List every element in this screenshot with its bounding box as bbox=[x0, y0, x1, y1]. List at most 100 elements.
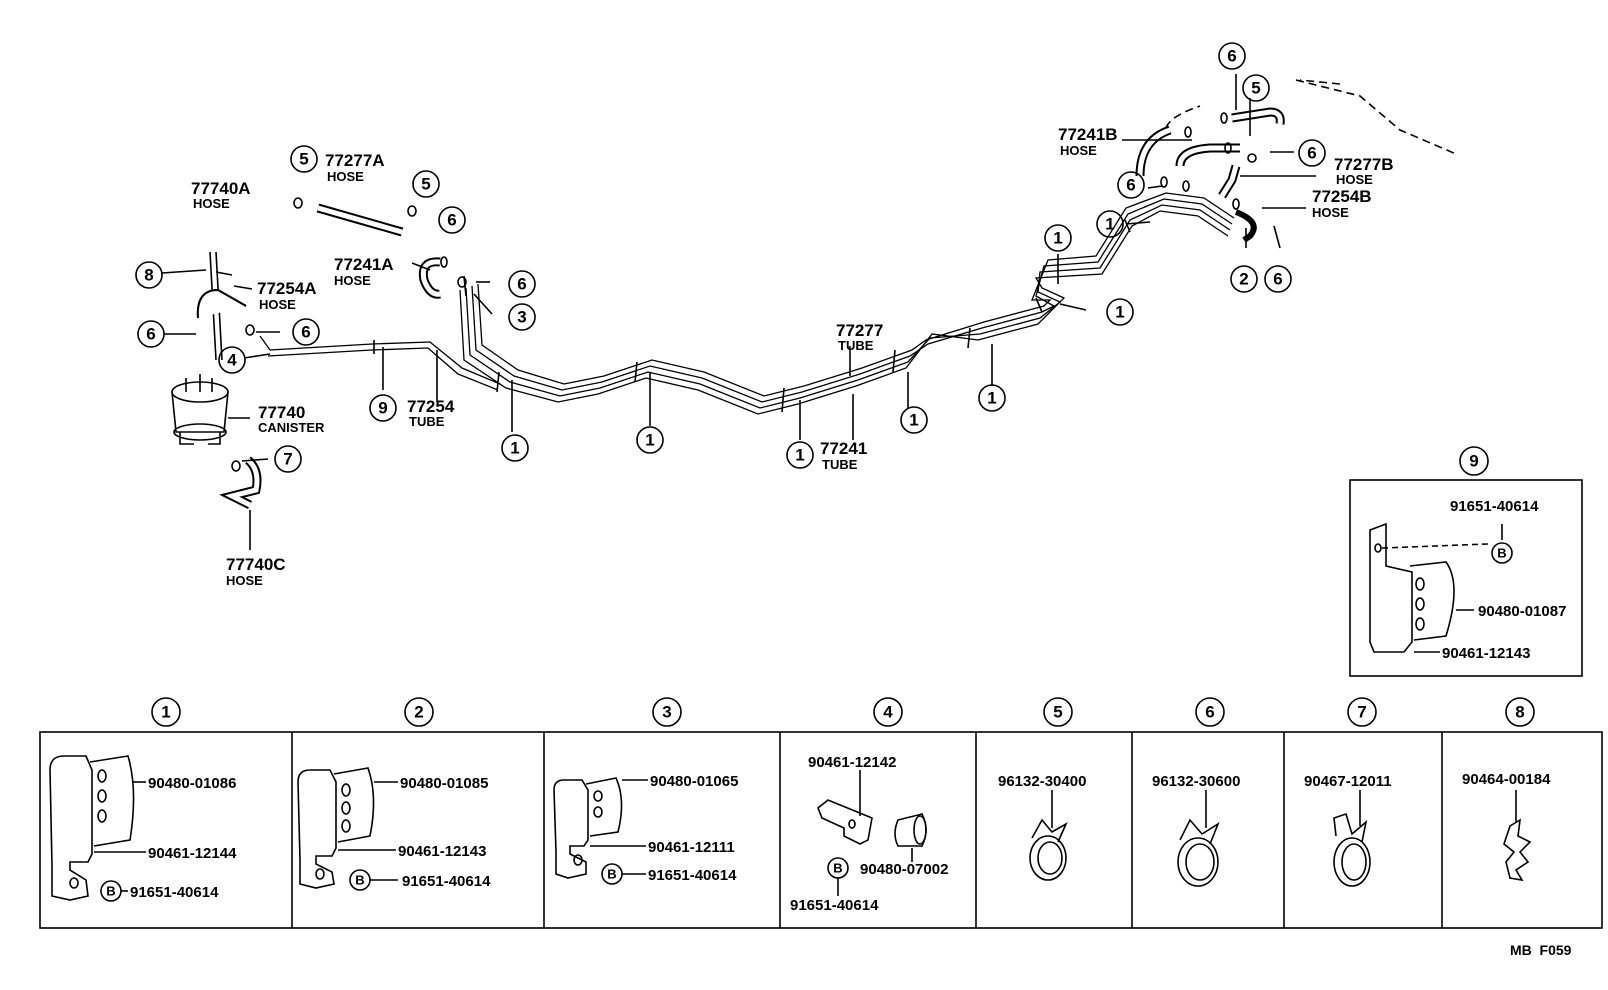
part-77740-label: CANISTER bbox=[258, 420, 325, 435]
svg-text:7: 7 bbox=[283, 450, 292, 469]
detail-2-part-2: 90461-12143 bbox=[398, 843, 486, 860]
callout-8: 8 bbox=[135, 261, 163, 289]
svg-text:2: 2 bbox=[1239, 270, 1248, 289]
hose-shapes bbox=[196, 79, 1457, 510]
detail-2-part-1: 90480-01085 bbox=[400, 775, 488, 792]
callout-6-d: 6 bbox=[508, 270, 536, 298]
callout-7: 7 bbox=[274, 445, 302, 473]
svg-text:2: 2 bbox=[414, 703, 423, 722]
callout-6-g: 6 bbox=[1117, 171, 1145, 199]
part-77241A-number: 77241A bbox=[334, 255, 394, 274]
svg-text:5: 5 bbox=[299, 150, 308, 169]
svg-text:1: 1 bbox=[510, 439, 519, 458]
detail-4-number: 4 bbox=[873, 697, 903, 727]
part-77740C-label: HOSE bbox=[226, 573, 263, 588]
callout-5-c: 5 bbox=[1242, 74, 1270, 102]
callout-6-a: 6 bbox=[137, 320, 165, 348]
svg-text:B: B bbox=[106, 884, 115, 899]
svg-text:6: 6 bbox=[1273, 270, 1282, 289]
detail-7: 7 90467-12011 bbox=[1304, 697, 1392, 887]
callout-6-h: 6 bbox=[1264, 265, 1292, 293]
canister-drawing bbox=[171, 251, 229, 445]
detail-2-number: 2 bbox=[404, 697, 434, 727]
part-77277B-label: HOSE bbox=[1336, 172, 1373, 187]
detail-8-number: 8 bbox=[1505, 697, 1535, 727]
callout-1-d: 1 bbox=[900, 406, 928, 434]
detail-9-part-3: 90461-12143 bbox=[1442, 645, 1530, 662]
svg-text:6: 6 bbox=[301, 323, 310, 342]
clip-marks bbox=[231, 112, 1257, 472]
part-77740A-label: HOSE bbox=[193, 196, 230, 211]
part-77241B-label: HOSE bbox=[1060, 143, 1097, 158]
svg-text:8: 8 bbox=[144, 266, 153, 285]
detail-6-number: 6 bbox=[1195, 697, 1225, 727]
leader-lines bbox=[161, 74, 1316, 550]
callout-1-c: 1 bbox=[786, 441, 814, 469]
callout-6-b: 6 bbox=[292, 318, 320, 346]
detail-4: 4 B 90461-12142 90480-07002 91651-40614 bbox=[790, 697, 948, 914]
detail-2: 2 B 90480-01085 90461-12143 91651-40614 bbox=[297, 697, 491, 891]
tube-bundle bbox=[259, 192, 1235, 415]
callout-1-f: 1 bbox=[1044, 224, 1072, 252]
svg-text:6: 6 bbox=[1126, 176, 1135, 195]
callout-6-f: 6 bbox=[1298, 139, 1326, 167]
part-77277A-label: HOSE bbox=[327, 169, 364, 184]
detail-3: 3 B 90480-01065 90461-12111 91651-40614 bbox=[553, 697, 738, 885]
svg-text:6: 6 bbox=[1205, 703, 1214, 722]
part-77740A-number: 77740A bbox=[191, 179, 251, 198]
detail-9-number: 9 bbox=[1459, 446, 1489, 476]
part-77254A-number: 77254A bbox=[257, 279, 317, 298]
part-77241-number: 77241 bbox=[820, 439, 867, 458]
svg-text:1: 1 bbox=[161, 703, 170, 722]
svg-text:3: 3 bbox=[662, 703, 671, 722]
detail-3-bolt-icon: B bbox=[601, 863, 623, 885]
callout-2: 2 bbox=[1230, 265, 1258, 293]
detail-3-number: 3 bbox=[652, 697, 682, 727]
part-77740C-number: 77740C bbox=[226, 555, 286, 574]
detail-6-part-1: 96132-30600 bbox=[1152, 773, 1240, 790]
detail-9-part-2: 90480-01087 bbox=[1478, 603, 1566, 620]
detail-9-part-1: 91651-40614 bbox=[1450, 498, 1539, 515]
detail-1: 1 B 90480-01086 90461-12144 91651-40614 bbox=[49, 697, 237, 902]
part-77277B-number: 77277B bbox=[1334, 155, 1394, 174]
callout-1-a: 1 bbox=[501, 434, 529, 462]
detail-1-part-1: 90480-01086 bbox=[148, 775, 236, 792]
part-77277A-number: 77277A bbox=[325, 151, 385, 170]
svg-text:4: 4 bbox=[883, 703, 893, 722]
svg-text:B: B bbox=[607, 867, 616, 882]
part-77241-label: TUBE bbox=[822, 457, 858, 472]
callout-5-a: 5 bbox=[290, 145, 318, 173]
callout-9: 9 bbox=[369, 394, 397, 422]
callout-1-e: 1 bbox=[978, 384, 1006, 412]
svg-text:1: 1 bbox=[1115, 303, 1124, 322]
part-77254B-label: HOSE bbox=[1312, 205, 1349, 220]
svg-text:8: 8 bbox=[1515, 703, 1524, 722]
detail-1-number: 1 bbox=[151, 697, 181, 727]
svg-text:7: 7 bbox=[1357, 703, 1366, 722]
svg-text:1: 1 bbox=[1053, 229, 1062, 248]
detail-7-part-1: 90467-12011 bbox=[1304, 773, 1392, 790]
svg-text:6: 6 bbox=[517, 275, 526, 294]
part-77254-number: 77254 bbox=[407, 397, 455, 416]
svg-text:3: 3 bbox=[517, 308, 526, 327]
svg-text:5: 5 bbox=[1053, 703, 1062, 722]
svg-text:6: 6 bbox=[447, 211, 456, 230]
callout-1-b: 1 bbox=[636, 426, 664, 454]
detail-3-part-1: 90480-01065 bbox=[650, 773, 738, 790]
svg-text:1: 1 bbox=[795, 446, 804, 465]
detail-5-number: 5 bbox=[1043, 697, 1073, 727]
callout-1-h: 1 bbox=[1096, 210, 1124, 238]
detail-3-part-3: 91651-40614 bbox=[648, 867, 737, 884]
part-77241B-number: 77241B bbox=[1058, 125, 1118, 144]
detail-8-part-1: 90464-00184 bbox=[1462, 771, 1551, 788]
detail-7-number: 7 bbox=[1347, 697, 1377, 727]
detail-9-panel: 9 B 91651-40614 90480-01087 90461-12143 bbox=[1349, 446, 1583, 677]
detail-3-part-2: 90461-12111 bbox=[648, 839, 735, 856]
svg-text:4: 4 bbox=[227, 351, 237, 370]
part-77254A-label: HOSE bbox=[259, 297, 296, 312]
part-77740-number: 77740 bbox=[258, 403, 305, 422]
detail-5: 5 96132-30400 bbox=[998, 697, 1086, 881]
part-77254-label: TUBE bbox=[409, 414, 445, 429]
detail-1-part-2: 90461-12144 bbox=[148, 845, 237, 862]
svg-text:B: B bbox=[833, 861, 842, 876]
